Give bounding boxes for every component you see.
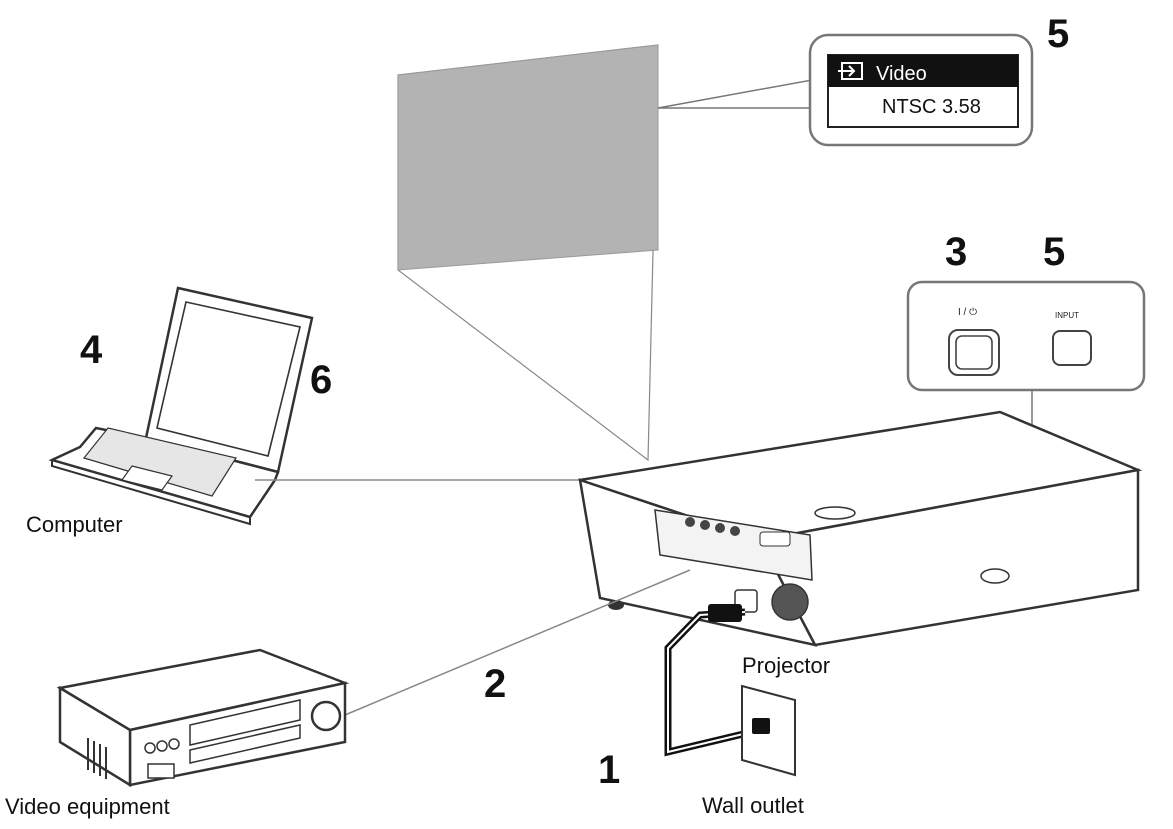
power-cord [664,604,761,757]
video-equipment-label: Video equipment [5,794,170,819]
osd-callout-pointer [657,79,813,109]
computer-label: Computer [26,512,123,537]
power-button-label: I / ⏻ [958,307,977,318]
wall-outlet-label: Wall outlet [702,793,804,818]
input-button-label: INPUT [1055,311,1079,320]
laptop-screen [156,301,301,457]
volume-knob [310,700,342,732]
fan-grille [771,583,809,621]
control-panel-callout: I / ⏻ INPUT [829,280,1146,465]
video-equipment-side [58,685,132,788]
projector-label: Projector [742,653,831,678]
input-button[interactable] [1052,330,1092,366]
input-arrow-icon [838,62,863,80]
power-plug [708,604,742,622]
control-panel [906,280,1146,392]
osd-signal: NTSC 3.58 [882,96,981,118]
laptop-illustration [48,286,314,526]
step-number-computer: 4 [80,328,103,372]
step-number-outlet: 1 [598,748,621,792]
step-number-cable: 2 [484,662,507,706]
projector-ports [654,509,813,581]
power-button[interactable] [948,329,1000,376]
step-number-osd: 5 [1047,12,1070,56]
step-number-power-button: 3 [945,230,968,274]
laptop-touchpad [120,465,174,491]
video-cable [344,569,691,716]
video-equipment-illustration [56,648,350,788]
projection-screen [397,44,659,271]
osd-selected-row [828,55,1018,87]
projection [397,44,659,462]
step-number-computer-output: 6 [310,358,333,402]
projector-illustration [578,410,1143,647]
laptop-keyboard [82,427,237,497]
step-number-input-button: 5 [1043,230,1066,274]
osd-callout: Video NTSC 3.58 [657,33,1034,147]
osd-input-name: Video [876,63,927,85]
wall-outlet-illustration [741,684,796,777]
